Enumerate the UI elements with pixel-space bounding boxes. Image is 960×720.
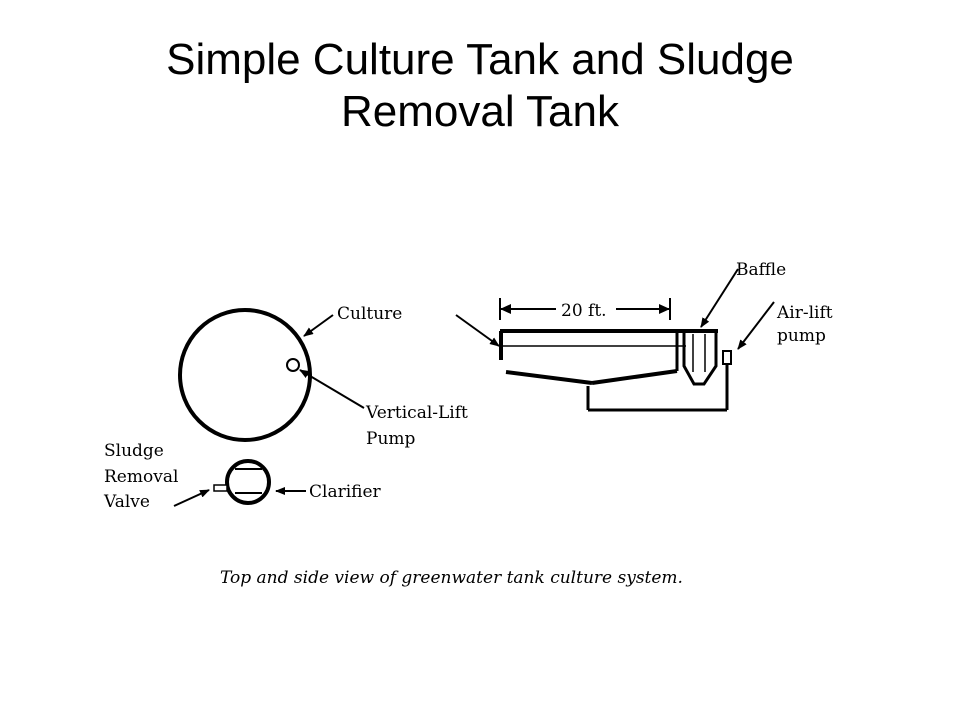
vertical-lift-pump-circle [286, 358, 300, 372]
sludge-label-line-2: Removal [104, 467, 178, 487]
clarifier-label: Clarifier [309, 482, 382, 502]
dimension-arrowhead-left [500, 304, 511, 314]
tank-floor-left [505, 370, 593, 385]
sludge-valve-arrow [173, 489, 210, 507]
side-view-pointer-arrow [455, 314, 500, 347]
airlift-label-line-1: Air-lift [776, 303, 833, 323]
top-view: Culture Vertical-Lift Pump Sludge Remova… [103, 304, 468, 512]
culture-arrow [303, 314, 334, 337]
baffle-cone [682, 332, 718, 386]
tank-floor-right [591, 369, 678, 385]
clarifier-circle [225, 459, 271, 505]
baffle-label: Baffle [736, 260, 786, 280]
length-label: 20 ft. [561, 301, 607, 321]
slide-title-line-1: Simple Culture Tank and Sludge [166, 35, 794, 84]
airlift-pump-box [722, 350, 732, 365]
dimension-arrowhead-right [659, 304, 670, 314]
vertical-lift-label-line-2: Pump [366, 429, 416, 449]
sludge-removal-valve-stub [213, 484, 228, 492]
culture-tank-circle [178, 308, 312, 442]
culture-label: Culture [337, 304, 402, 324]
airlift-arrow [737, 301, 775, 350]
vertical-lift-label-line-1: Vertical-Lift [365, 403, 468, 423]
slide-title: Simple Culture Tank and Sludge Removal T… [0, 34, 960, 138]
sludge-label-line-3: Valve [103, 492, 150, 512]
vertical-lift-arrow [299, 369, 365, 409]
airlift-label-line-2: pump [777, 326, 826, 346]
figure-caption: Top and side view of greenwater tank cul… [220, 568, 683, 588]
sludge-label-line-1: Sludge [104, 441, 164, 461]
slide-title-line-2: Removal Tank [341, 87, 619, 136]
side-view: 20 ft. Baffle Air-lift pump [455, 260, 833, 412]
baffle-arrow [700, 268, 739, 328]
